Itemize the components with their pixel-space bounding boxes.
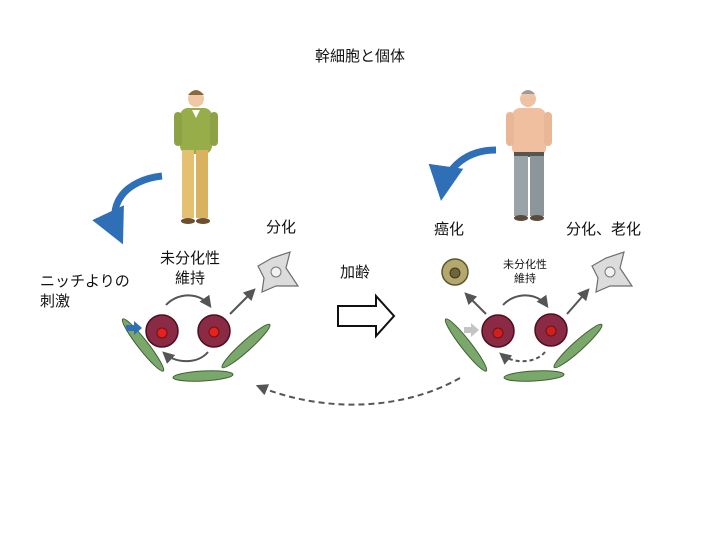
- aging-label: 加齢: [340, 263, 371, 281]
- aged-stem-cell-right: [534, 313, 568, 347]
- young-niche-curved-arrow: [92, 172, 163, 245]
- cancer-arrow: [464, 292, 487, 315]
- diagram-title: 幹細胞と個体: [314, 47, 405, 65]
- young-person-figure: [174, 90, 218, 224]
- aged-renewal-arrow-top: [502, 294, 549, 308]
- aged-renewal-arrow-bottom: [499, 351, 546, 365]
- niche-signal-arrow: [126, 321, 142, 335]
- aged-stem-cell-left: [481, 314, 515, 348]
- aged-niche-curved-arrow: [428, 146, 497, 201]
- cancer-label: 癌化: [434, 220, 465, 238]
- young-diff-arrow: [229, 288, 256, 315]
- young-niche: [121, 318, 271, 382]
- cancer-cell: [441, 258, 469, 286]
- niche-signal-label-line2: 刺激: [40, 292, 71, 310]
- young-stem-cell-left: [145, 314, 179, 348]
- young-stem-cell-right: [197, 314, 231, 348]
- young-differentiated-cell: [257, 251, 300, 293]
- aged-undiff-label-line2: 維持: [514, 272, 536, 285]
- weak-niche-signal-arrow: [464, 323, 479, 337]
- aged-differentiated-cell: [591, 251, 634, 293]
- aged-niche: [444, 318, 603, 382]
- niche-signal-label-line1: ニッチよりの: [40, 272, 130, 290]
- aged-diff-label: 分化、老化: [566, 220, 642, 238]
- young-undiff-label-line2: 維持: [174, 269, 205, 287]
- young-renewal-arrow-bottom: [162, 351, 209, 364]
- young-undiff-label-line1: 未分化性: [159, 249, 220, 267]
- young-diff-label: 分化: [266, 218, 297, 236]
- aged-diff-arrow: [566, 288, 590, 315]
- young-renewal-arrow-top: [165, 294, 212, 308]
- aged-person-figure: [506, 90, 552, 221]
- aged-undiff-label-line1: 未分化性: [503, 258, 547, 271]
- return-dashed-arrow: [255, 377, 461, 406]
- aging-arrow: [337, 293, 396, 339]
